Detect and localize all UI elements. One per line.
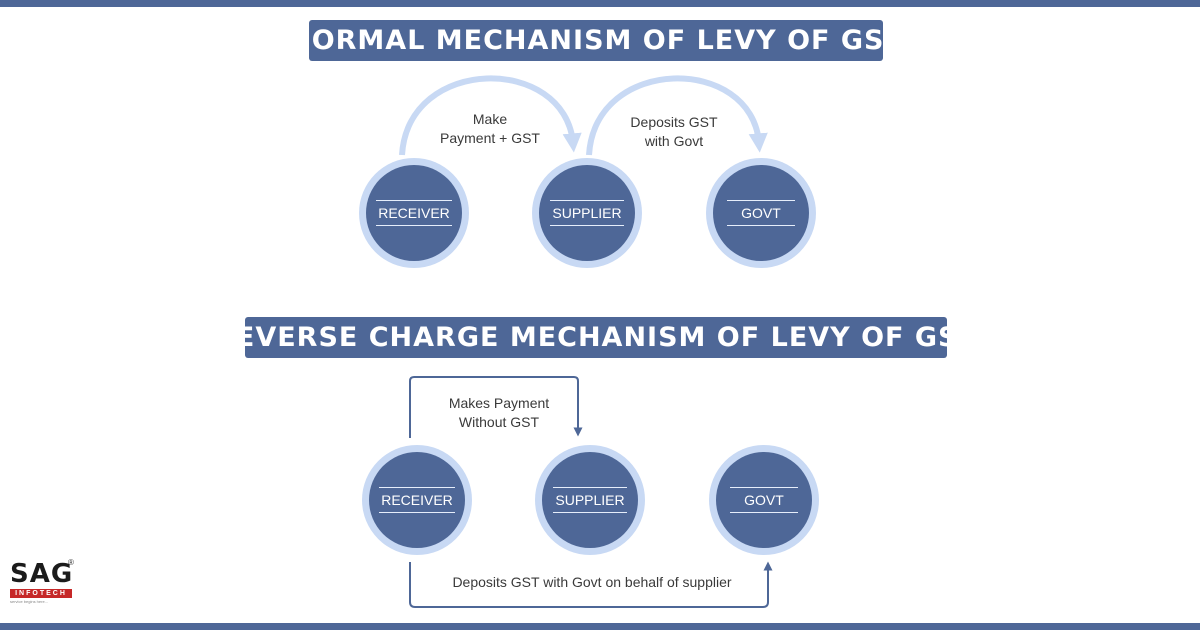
reverse-payment-note: Makes Payment Without GST [424, 394, 574, 432]
note-line: Makes Payment [448, 395, 550, 411]
logo-subtitle: INFOTECH [10, 589, 72, 598]
reverse-supplier-node: SUPPLIER [535, 445, 645, 555]
normal-supplier-node: SUPPLIER [532, 158, 642, 268]
reverse-receiver-node: RECEIVER [362, 445, 472, 555]
note-line: Without GST [458, 414, 540, 430]
note-line: Payment + GST [440, 130, 540, 146]
node-label: SUPPLIER [550, 200, 624, 226]
normal-deposit-note: Deposits GST with Govt [604, 113, 744, 151]
note-line: with Govt [644, 133, 704, 149]
bottom-border-bar [0, 623, 1200, 630]
registered-mark: ® [68, 558, 74, 567]
arrow-receiver-to-supplier [399, 75, 582, 156]
node-label: SUPPLIER [553, 487, 627, 513]
sag-infotech-logo: SAG ® INFOTECH service begins here... [10, 558, 76, 616]
reverse-govt-node: GOVT [709, 445, 819, 555]
normal-mechanism-title: NORMAL MECHANISM OF LEVY OF GST [288, 20, 903, 61]
arrow-supplier-to-govt [586, 75, 768, 156]
node-label: GOVT [730, 487, 798, 513]
node-label: RECEIVER [379, 487, 455, 513]
node-label: RECEIVER [376, 200, 452, 226]
arrow-rc-receiver-to-supplier [409, 376, 583, 438]
note-line: Make [472, 111, 508, 127]
reverse-deposit-note: Deposits GST with Govt on behalf of supp… [424, 573, 760, 592]
logo-tagline: service begins here... [10, 599, 49, 604]
note-line: Deposits GST [630, 114, 718, 130]
reverse-mechanism-title: REVERSE CHARGE MECHANISM OF LEVY OF GST [214, 317, 977, 358]
node-label: GOVT [727, 200, 795, 226]
arrow-rc-receiver-to-govt [409, 561, 773, 608]
logo-name: SAG [10, 559, 74, 589]
normal-govt-node: GOVT [706, 158, 816, 268]
normal-receiver-node: RECEIVER [359, 158, 469, 268]
top-border-bar [0, 0, 1200, 7]
note-line: Deposits GST with Govt on behalf of supp… [452, 574, 732, 590]
normal-payment-note: Make Payment + GST [420, 110, 560, 148]
